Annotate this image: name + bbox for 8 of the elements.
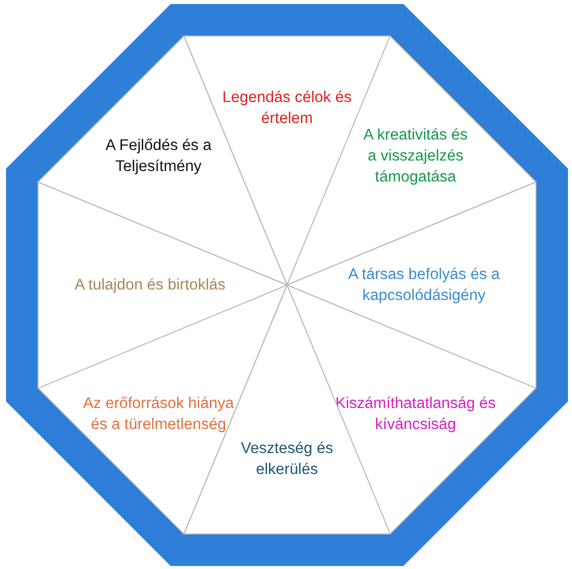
segment-label: A kreativitás és a visszajelzés támogatása <box>362 126 469 188</box>
segment-label: Az erőforrások hiánya és a türelmetlenség <box>82 394 235 435</box>
segment-label: Legendás célok és értelem <box>222 88 352 130</box>
segment-label: A Fejlődés és a Teljesítmény <box>104 136 212 178</box>
segment-label: A tulajdon és birtoklás <box>74 275 226 296</box>
segment-label: A társas befolyás és a kapcsolódásigény <box>347 264 501 306</box>
segment-label: Veszteség és elkerülés <box>240 439 334 480</box>
segment-label: Kiszámíthatatlanság és kíváncsiság <box>334 394 497 435</box>
